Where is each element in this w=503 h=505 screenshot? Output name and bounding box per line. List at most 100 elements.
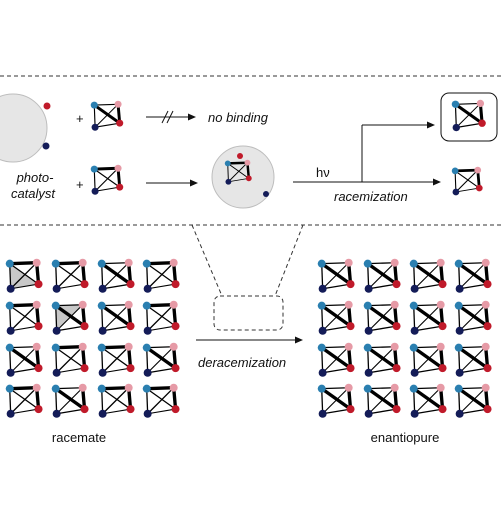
- navy-atom: [98, 409, 107, 418]
- plus-sign-bottom: +: [76, 177, 84, 192]
- racemate-molecule: [5, 342, 43, 377]
- enantiopure-molecule: [363, 342, 401, 377]
- teal-atom: [451, 100, 460, 108]
- navy-atom: [318, 368, 327, 377]
- top-right-atom: [390, 342, 399, 351]
- racemate-molecule: [97, 258, 135, 293]
- teal-atom: [142, 259, 151, 268]
- top-right-atom: [171, 280, 180, 289]
- top-right-atom: [169, 342, 178, 351]
- teal-atom: [51, 301, 60, 310]
- top-right-atom: [116, 183, 124, 191]
- bottom-right-atom: [483, 405, 492, 414]
- enantiopure-molecule: [454, 383, 492, 418]
- teal-atom: [409, 384, 418, 393]
- top-right-atom: [124, 300, 133, 309]
- bottom-right-atom: [78, 342, 87, 351]
- bottom-right-atom: [126, 322, 135, 331]
- navy-atom: [455, 409, 464, 418]
- navy-atom: [455, 284, 464, 293]
- teal-atom: [90, 101, 98, 109]
- enantiopure-molecule: [363, 383, 401, 418]
- navy-atom: [455, 326, 464, 335]
- racemate-molecule: [142, 383, 180, 418]
- catalyst-label: catalyst: [11, 186, 56, 201]
- plus-sign-top: +: [76, 111, 84, 126]
- navy-atom: [6, 409, 15, 418]
- navy-atom: [98, 368, 107, 377]
- teal-atom: [454, 343, 463, 352]
- enantiopure-molecule: [409, 258, 447, 293]
- navy-atom: [410, 284, 419, 293]
- teal-atom: [5, 384, 14, 393]
- navy-atom: [143, 326, 152, 335]
- teal-atom: [363, 301, 372, 310]
- bottom-right-atom: [346, 322, 355, 331]
- bottom-right-atom: [392, 280, 401, 289]
- bottom-right-atom: [114, 164, 122, 172]
- top-right-atom: [344, 342, 353, 351]
- enantiopure-molecule: [454, 342, 492, 377]
- bottom-right-atom: [474, 166, 482, 174]
- bottom-right-atom: [392, 405, 401, 414]
- bottom-right-atom: [438, 280, 447, 289]
- navy-atom: [52, 409, 61, 418]
- top-right-atom: [80, 280, 89, 289]
- bottom-right-atom: [124, 383, 133, 392]
- navy-atom: [318, 284, 327, 293]
- teal-atom: [5, 301, 14, 310]
- sphere-binding-site-navy: [42, 142, 50, 150]
- bottom-right-atom: [32, 383, 41, 392]
- navy-atom: [91, 187, 99, 195]
- top-right-atom: [32, 342, 41, 351]
- top-right-atom: [126, 405, 135, 414]
- navy-atom: [364, 409, 373, 418]
- enantiopure-molecule: [317, 300, 355, 335]
- photocatalyst-sphere: [0, 93, 51, 163]
- navy-atom: [225, 178, 232, 185]
- bottom-right-atom: [346, 280, 355, 289]
- racemate-molecule: [142, 258, 180, 293]
- top-right-atom: [436, 383, 445, 392]
- no-binding-label: no binding: [208, 110, 269, 125]
- bottom-right-atom: [169, 258, 178, 267]
- racemate-molecule: [51, 383, 89, 418]
- navy-atom: [52, 368, 61, 377]
- navy-atom: [364, 368, 373, 377]
- enantiopure-molecule: [363, 258, 401, 293]
- top-right-atom: [481, 300, 490, 309]
- bottom-right-atom: [34, 364, 43, 373]
- enantiopure-molecule: [317, 342, 355, 377]
- top-right-atom: [126, 364, 135, 373]
- bottom-right-atom: [483, 364, 492, 373]
- teal-atom: [51, 384, 60, 393]
- teal-atom: [409, 343, 418, 352]
- top-right-atom: [390, 300, 399, 309]
- bottom-right-atom: [116, 119, 124, 127]
- teal-atom: [409, 259, 418, 268]
- substrate-molecule-bottom: [90, 164, 124, 195]
- binding-arrow: [146, 179, 198, 187]
- navy-atom: [410, 368, 419, 377]
- deracemization-label: deracemization: [198, 355, 286, 370]
- top-right-atom: [344, 258, 353, 267]
- top-right-atom: [344, 383, 353, 392]
- top-right-atom: [481, 342, 490, 351]
- teal-atom: [317, 384, 326, 393]
- top-right-atom: [34, 322, 43, 331]
- enantiopure-molecule: [409, 342, 447, 377]
- teal-atom: [97, 384, 106, 393]
- top-right-atom: [436, 342, 445, 351]
- navy-atom: [6, 326, 15, 335]
- racemate-label: racemate: [52, 430, 106, 445]
- top-right-atom: [390, 383, 399, 392]
- teal-atom: [317, 259, 326, 268]
- bottom-right-atom: [438, 405, 447, 414]
- zoom-pocket-box: [213, 295, 284, 331]
- teal-atom: [409, 301, 418, 310]
- navy-atom: [6, 368, 15, 377]
- bottom-right-atom: [32, 300, 41, 309]
- sphere-binding-site-red: [43, 102, 51, 110]
- navy-atom: [143, 368, 152, 377]
